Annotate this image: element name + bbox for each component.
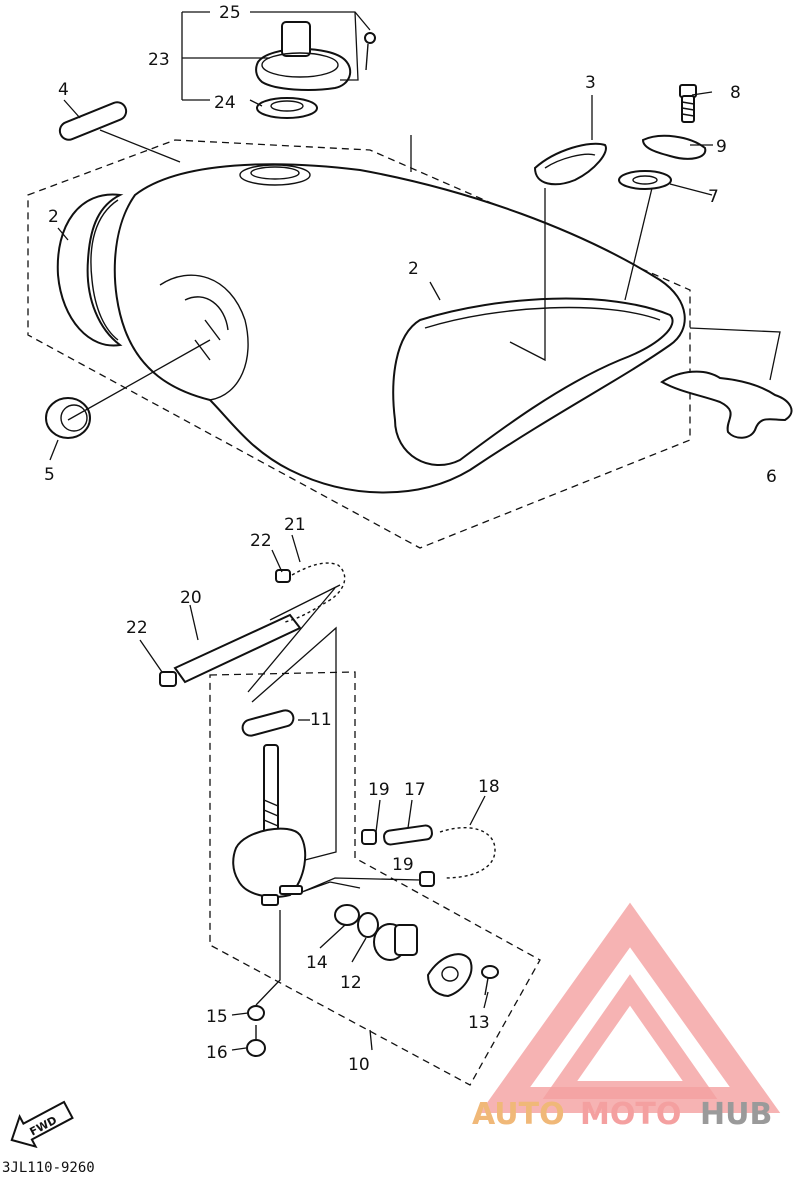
lever-assembly bbox=[373, 923, 418, 961]
fuel-cock-outline bbox=[209, 671, 541, 1086]
hose-clamp-19b bbox=[419, 871, 435, 887]
filler-oring bbox=[58, 101, 128, 141]
fuel-cap bbox=[255, 21, 352, 91]
logo-word-hub: HUB bbox=[700, 1097, 772, 1132]
cap-gasket bbox=[256, 97, 318, 119]
label-4: 4 bbox=[58, 80, 69, 100]
label-7: 7 bbox=[708, 187, 719, 207]
label-5: 5 bbox=[44, 465, 55, 485]
fuel-hose-20 bbox=[173, 584, 341, 684]
tank-assembly-outline bbox=[27, 139, 691, 549]
oring-11 bbox=[241, 709, 295, 737]
label-18: 18 bbox=[478, 777, 500, 797]
washer-15 bbox=[247, 1005, 265, 1021]
label-21: 21 bbox=[284, 515, 306, 535]
tank-emblem bbox=[533, 142, 607, 186]
leader-lines-top bbox=[49, 11, 781, 461]
damper-9 bbox=[641, 134, 707, 160]
fwd-arrow: FWD bbox=[10, 1100, 74, 1149]
part-labels: 25 23 24 4 3 8 9 7 2 2 5 6 21 22 20 22 1… bbox=[44, 3, 777, 1075]
label-10: 10 bbox=[348, 1055, 370, 1075]
label-13: 13 bbox=[468, 1013, 490, 1033]
hose-clamp-19a bbox=[361, 829, 377, 845]
knee-pad-left bbox=[56, 193, 124, 347]
label-17: 17 bbox=[404, 780, 426, 800]
fuel-tank bbox=[113, 163, 686, 494]
hose-18 bbox=[439, 827, 496, 879]
tank-bracket bbox=[660, 370, 793, 439]
fuel-hose-21 bbox=[284, 562, 346, 623]
logo-word-moto: MOTO bbox=[580, 1097, 681, 1132]
label-16: 16 bbox=[206, 1043, 228, 1063]
label-22-left: 22 bbox=[126, 618, 148, 638]
hose-clamp-22a bbox=[275, 569, 291, 583]
cover-plate bbox=[426, 953, 473, 998]
bolt-8 bbox=[679, 84, 697, 123]
label-19-top: 19 bbox=[368, 780, 390, 800]
label-15: 15 bbox=[206, 1007, 228, 1027]
filter-14 bbox=[334, 904, 360, 926]
fuel-cock bbox=[232, 744, 307, 906]
logo-mark bbox=[479, 902, 781, 1113]
screw-13 bbox=[481, 965, 499, 996]
washer-7 bbox=[618, 170, 672, 190]
label-8: 8 bbox=[730, 83, 741, 103]
leader-lines-lower bbox=[139, 534, 489, 1051]
label-2-right: 2 bbox=[408, 259, 419, 279]
tank-plug bbox=[45, 397, 91, 439]
automotohub-logo: AUTO MOTO HUB bbox=[472, 902, 781, 1132]
label-19-bottom: 19 bbox=[392, 855, 414, 875]
logo-word-auto: AUTO bbox=[472, 1097, 565, 1132]
cap-screw bbox=[364, 32, 376, 71]
screw-16 bbox=[246, 1025, 266, 1057]
label-12: 12 bbox=[340, 973, 362, 993]
label-11: 11 bbox=[310, 710, 332, 730]
gasket-12 bbox=[357, 912, 379, 938]
label-23: 23 bbox=[148, 50, 170, 70]
label-25: 25 bbox=[219, 3, 241, 23]
label-2-left: 2 bbox=[48, 207, 59, 227]
label-3: 3 bbox=[585, 73, 596, 93]
hose-clamp-22b bbox=[159, 671, 177, 687]
label-6: 6 bbox=[766, 467, 777, 487]
label-9: 9 bbox=[716, 137, 727, 157]
label-24: 24 bbox=[214, 93, 236, 113]
tank-side-molding bbox=[392, 297, 674, 466]
label-20: 20 bbox=[180, 588, 202, 608]
hose-17 bbox=[383, 824, 433, 846]
label-22-top: 22 bbox=[250, 531, 272, 551]
label-14: 14 bbox=[306, 953, 328, 973]
diagram-code: 3JL110-9260 bbox=[2, 1160, 95, 1176]
